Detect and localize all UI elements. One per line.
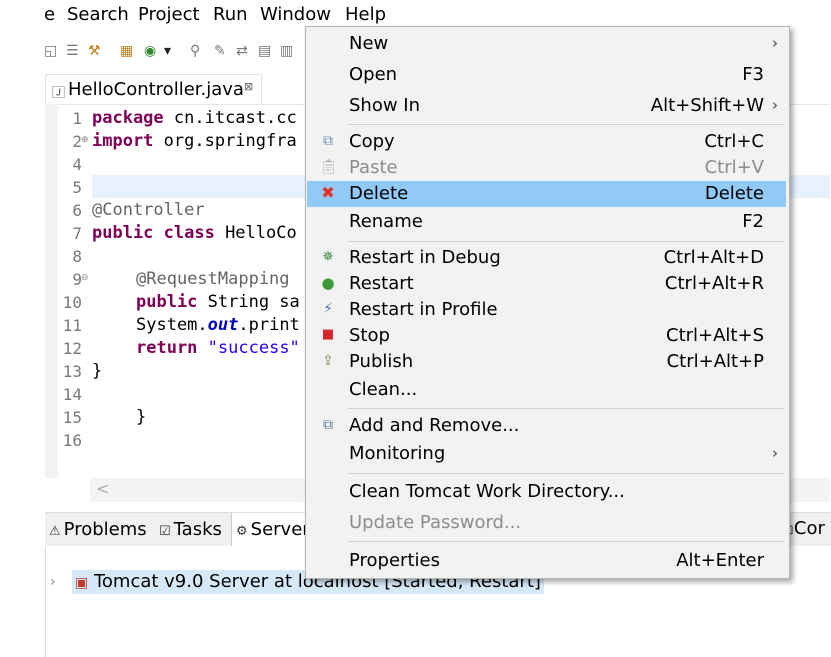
menu-item-new[interactable]: New › [349, 33, 778, 54]
line-number: 2 [72, 132, 82, 151]
menu-item-paste: 📋︎ Paste Ctrl+V [320, 157, 764, 178]
menu-bar: e Search Project Run Window Help [0, 0, 831, 28]
menu-item-copy[interactable]: ⧉ Copy Ctrl+C [307, 129, 788, 155]
line-number: 5 [72, 178, 82, 197]
code-line: import org.springfra [92, 131, 297, 151]
servers-icon: ⚙ [236, 524, 248, 539]
toolbar-dropdown-icon[interactable]: ▾ [164, 43, 172, 59]
toolbar-icon-6[interactable]: ✎ [214, 43, 226, 59]
menu-run[interactable]: Run [213, 4, 248, 25]
menu-item-restart[interactable]: ● Restart Ctrl+Alt+R [321, 273, 764, 294]
menu-search[interactable]: Search [67, 4, 129, 25]
code-line: @RequestMapping [136, 269, 290, 289]
line-number: 6 [72, 201, 82, 220]
toolbar-run-icon[interactable]: ◉ [144, 43, 157, 59]
menu-item-open[interactable]: Open F3 [349, 64, 764, 85]
fold-minus-icon[interactable]: ⊖ [81, 273, 89, 283]
toolbar-icon-2[interactable]: ☰ [66, 43, 79, 59]
close-icon[interactable]: ⊠ [244, 80, 254, 93]
menu-separator [348, 541, 784, 542]
menu-item-update-password: Update Password... [349, 512, 522, 533]
java-file-icon: 🄹 [52, 86, 66, 101]
menu-separator [348, 124, 784, 125]
tab-tasks[interactable]: ☑Tasks [159, 519, 222, 540]
line-number: 7 [72, 224, 82, 243]
toolbar-icon-4[interactable]: ▦ [120, 43, 134, 59]
line-number: 1 [72, 109, 82, 128]
toolbar-icon-1[interactable]: ◱ [44, 43, 58, 59]
code-line: package cn.itcast.cc [92, 108, 297, 128]
expand-chevron-icon[interactable]: › [50, 574, 56, 590]
copy-icon: ⧉ [323, 133, 333, 149]
menu-item-add-remove[interactable]: ⧉ Add and Remove... [307, 413, 788, 439]
editor-tab[interactable]: 🄹 HelloController.java ⊠ [45, 74, 262, 105]
fold-plus-icon[interactable]: ⊕ [81, 135, 89, 145]
toolbar-icon-7[interactable]: ⇄ [236, 43, 248, 59]
delete-icon: ✖ [321, 183, 335, 202]
scroll-left-icon[interactable]: < [96, 479, 110, 498]
menu-window[interactable]: Window [260, 4, 331, 25]
code-line: } [92, 361, 103, 381]
code-line: @Controller [92, 200, 205, 220]
line-number: 16 [62, 431, 82, 450]
chevron-right-icon: › [772, 444, 778, 462]
line-number: 15 [62, 408, 82, 427]
editor-tab-label: HelloController.java [68, 79, 244, 100]
tab-problems[interactable]: ⚠Problems [49, 519, 147, 540]
stop-icon: ■ [321, 327, 335, 342]
menu-item-publish[interactable]: ⇪ Publish Ctrl+Alt+P [307, 349, 788, 375]
toolbar-icon-3[interactable]: ⚒ [88, 43, 101, 59]
toolbar-icon-5[interactable]: ⚲ [190, 43, 201, 59]
menu-separator [348, 473, 784, 474]
menu-item-clean-tomcat[interactable]: Clean Tomcat Work Directory... [349, 481, 625, 502]
add-remove-icon: ⧉ [323, 417, 333, 433]
menu-item-rename[interactable]: Rename F2 [349, 211, 764, 232]
line-number: 4 [72, 155, 82, 174]
code-line: public class HelloCo [92, 223, 297, 243]
line-number: 12 [62, 339, 82, 358]
code-line: return "success" [136, 338, 300, 358]
line-number: 14 [62, 385, 82, 404]
menu-help[interactable]: Help [345, 4, 387, 25]
toolbar-icon-9[interactable]: ▥ [280, 43, 294, 59]
problems-icon: ⚠ [49, 524, 61, 539]
chevron-right-icon: › [772, 34, 778, 52]
menu-separator [348, 408, 784, 409]
menu-item-show-in[interactable]: Show In Alt+Shift+W › [349, 95, 778, 116]
menu-item-clean[interactable]: Clean... [349, 379, 418, 400]
editor-gutter [45, 104, 58, 478]
line-number: 10 [62, 293, 82, 312]
menu-item-monitoring[interactable]: Monitoring › [349, 443, 778, 464]
tab-servers[interactable]: ⚙Server [231, 513, 314, 547]
debug-bug-icon: ✵ [322, 249, 334, 265]
menu-item-stop[interactable]: ■ Stop Ctrl+Alt+S [321, 325, 764, 346]
context-menu: New › Open F3 Show In Alt+Shift+W › ⧉ Co… [305, 26, 790, 579]
line-number: 8 [72, 247, 82, 266]
line-number: 11 [62, 316, 82, 335]
menu-item-properties[interactable]: Properties Alt+Enter [349, 550, 764, 571]
menu-item-restart-debug[interactable]: ✵ Restart in Debug Ctrl+Alt+D [307, 245, 788, 271]
tasks-icon: ☑ [159, 524, 171, 539]
menu-file[interactable]: e [44, 4, 56, 25]
menu-item-delete[interactable]: ✖ Delete Delete [307, 181, 786, 207]
line-number: 9 [72, 270, 82, 289]
paste-icon: 📋︎ [320, 159, 338, 175]
chevron-right-icon: › [772, 96, 778, 114]
code-line: public String sa [136, 292, 300, 312]
toolbar-icon-8[interactable]: ▤ [258, 43, 272, 59]
menu-separator [348, 241, 784, 242]
publish-icon: ⇪ [322, 353, 334, 369]
menu-item-restart-profile[interactable]: ⚡ Restart in Profile [307, 297, 788, 323]
tomcat-icon: ▣ [75, 575, 89, 591]
restart-play-icon: ● [321, 274, 335, 292]
line-number: 13 [62, 362, 82, 381]
menu-project[interactable]: Project [138, 4, 200, 25]
code-line: System.out.print [136, 315, 300, 335]
toolbar: ◱ ☰ ⚒ ▦ ◉ ▾ ⚲ ✎ ⇄ ▤ ▥ [44, 38, 314, 64]
profile-icon: ⚡ [323, 301, 333, 317]
code-line: } [136, 407, 147, 427]
